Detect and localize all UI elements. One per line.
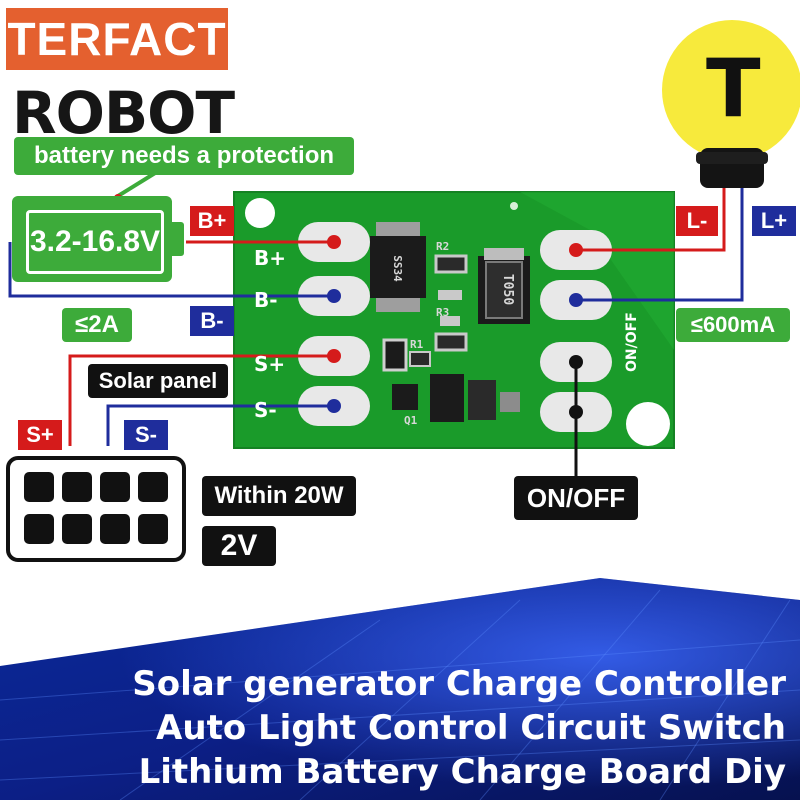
resistor-r1-label: R1: [410, 338, 424, 351]
promo-line-3: Lithium Battery Charge Board Diy: [138, 752, 786, 792]
pcb-label-switch: ON/OFF: [624, 312, 640, 372]
transistor-q1-label: Q1: [404, 414, 418, 427]
resistor-r2-label: R2: [436, 240, 450, 253]
tag-b-minus: B-: [190, 306, 234, 336]
solar-power-label: Within 20W: [202, 476, 356, 516]
switch-label: ON/OFF: [514, 476, 638, 520]
bulb-icon: [662, 20, 800, 188]
resistor-r3-label: R3: [436, 306, 450, 319]
pcb-label-s-plus: S+: [254, 352, 286, 376]
pcb-components: [370, 222, 530, 422]
diode-marking: SS34: [390, 255, 404, 282]
tag-l-plus: L+: [752, 206, 796, 236]
tag-b-plus: B+: [190, 206, 234, 236]
tag-l-minus: L-: [676, 206, 718, 236]
pcb-label-b-plus: B+: [254, 246, 287, 270]
promo-line-2: Auto Light Control Circuit Switch: [156, 708, 786, 748]
protection-plate-note: battery needs a protection plate: [14, 137, 354, 207]
pcb-label-s-minus: S-: [254, 398, 277, 422]
pad-s-plus: [298, 336, 370, 376]
promo-line-1: Solar generator Charge Controller: [132, 664, 786, 704]
brand-terfact-logo: TERFACT: [6, 8, 228, 70]
pad-b-plus: [298, 222, 370, 262]
battery-current: ≤2A: [62, 308, 132, 342]
solar-panel-icon: [6, 456, 186, 562]
brand-robot-logo: ROBOT: [12, 79, 235, 147]
solar-voltage-label: 2V: [202, 526, 276, 566]
mosfet-marking: T050: [500, 273, 516, 306]
promo-banner-bg: [0, 578, 800, 800]
pcb-label-b-minus: B-: [254, 288, 278, 312]
pad-s-minus: [298, 386, 370, 426]
battery-terminal-icon: [172, 222, 184, 256]
solar-panel-label: Solar panel: [88, 364, 228, 398]
tag-s-plus: S+: [18, 420, 62, 450]
load-current: ≤600mA: [676, 308, 790, 342]
pad-b-minus: [298, 276, 370, 316]
tag-s-minus: S-: [124, 420, 168, 450]
bulb-letter: T: [706, 42, 761, 135]
battery-voltage: 3.2-16.8V: [26, 210, 164, 274]
